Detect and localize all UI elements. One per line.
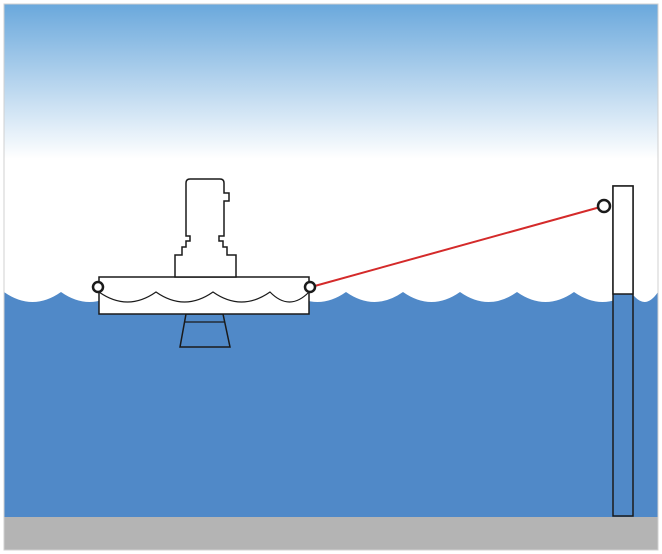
water [4, 292, 658, 517]
diagram-frame [3, 3, 659, 551]
post-anchor-ring-icon [596, 198, 612, 214]
sky [4, 4, 658, 159]
float-platform [98, 276, 310, 315]
seabed [4, 517, 658, 550]
float-right-ring-icon [303, 280, 317, 294]
mooring-line [310, 205, 605, 288]
intake-skirt [179, 313, 231, 348]
float-left-ring-icon [91, 280, 105, 294]
mooring-post-above-water [612, 185, 634, 295]
pump-motor [174, 178, 237, 278]
wave-surface-front [98, 291, 310, 303]
sky-lower [4, 158, 658, 298]
